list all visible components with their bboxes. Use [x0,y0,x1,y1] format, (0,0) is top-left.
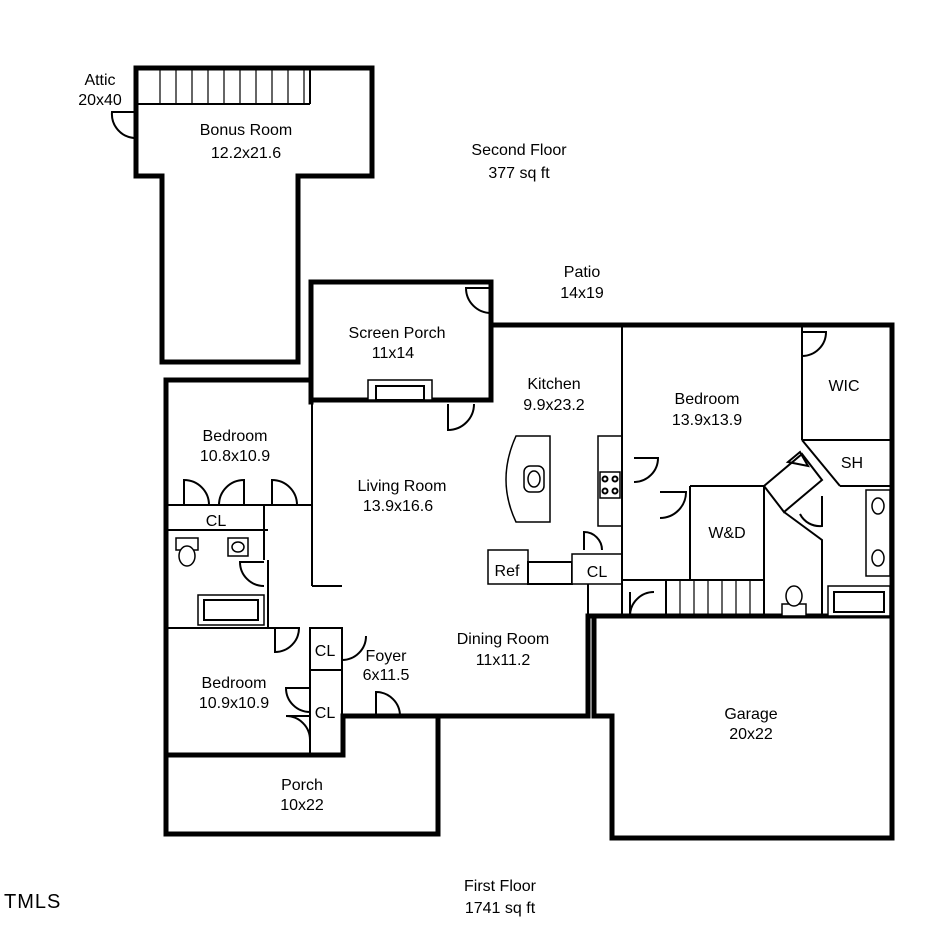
svg-text:TMLS: TMLS [4,891,61,913]
bonus-room-size: 12.2x21.6 [211,145,281,162]
first-floor-area: 1741 sq ft [465,900,536,917]
bedroom-upper-name: Bedroom [203,428,268,445]
svg-text:10.9x10.9: 10.9x10.9 [199,695,269,712]
patio-name: Patio [564,264,601,281]
foyer-closet-top-label: CL [315,643,336,660]
watermark-text: TMLS [4,891,61,913]
bedroom-lower-name: Bedroom [202,675,267,692]
svg-text:9.9x23.2: 9.9x23.2 [523,397,584,414]
bonus-room-walls [133,65,375,365]
svg-text:Bedroom: Bedroom [675,391,740,408]
svg-text:Bonus Room: Bonus Room [200,122,293,139]
svg-text:20x22: 20x22 [729,726,773,743]
master-bedroom-name: Bedroom [675,391,740,408]
svg-text:13.9x13.9: 13.9x13.9 [672,412,742,429]
ref-label: Ref [495,563,520,580]
svg-text:Bedroom: Bedroom [203,428,268,445]
attic-size: 20x40 [78,92,122,109]
svg-text:Bedroom: Bedroom [202,675,267,692]
svg-text:11x14: 11x14 [372,345,415,362]
svg-text:Screen Porch: Screen Porch [349,325,446,342]
svg-text:WIC: WIC [828,378,859,395]
porch-size: 10x22 [280,797,324,814]
garage-walls [591,615,895,841]
svg-text:Dining Room: Dining Room [457,631,549,648]
svg-text:CL: CL [315,643,336,660]
living-patio-door [447,403,475,432]
svg-text:20x40: 20x40 [78,92,122,109]
kitchen-size: 9.9x23.2 [523,397,584,414]
attic-door [110,111,137,140]
staircase [665,579,765,617]
svg-text:12.2x21.6: 12.2x21.6 [211,145,281,162]
front-door [375,690,401,717]
second-floor-title: Second Floor [471,142,567,159]
attic-name: Attic [84,72,115,89]
attic-area [133,65,375,105]
svg-text:10x22: 10x22 [280,797,324,814]
svg-text:Patio: Patio [564,264,601,281]
garage-size: 20x22 [729,726,773,743]
svg-text:First Floor: First Floor [464,878,537,895]
garage-name: Garage [724,706,777,723]
wd-label: W&D [708,525,745,542]
svg-text:W&D: W&D [708,525,745,542]
labels: Attic 20x40 Bonus Room 12.2x21.6 Second … [4,72,863,917]
first-floor-title: First Floor [464,878,537,895]
svg-text:Garage: Garage [724,706,777,723]
svg-text:SH: SH [841,455,863,472]
porch-walls [163,713,441,837]
svg-text:Attic: Attic [84,72,115,89]
sh-label: SH [841,455,863,472]
svg-text:Ref: Ref [495,563,520,580]
bedroom-upper-size: 10.8x10.9 [200,448,270,465]
living-room-name: Living Room [358,478,447,495]
svg-text:11x11.2: 11x11.2 [476,652,531,669]
living-room-size: 13.9x16.6 [363,498,433,515]
main-house-walls [488,322,895,621]
kitchen-closet [571,553,623,585]
svg-text:13.9x16.6: 13.9x16.6 [363,498,433,515]
dining-room-name: Dining Room [457,631,549,648]
patio-size: 14x19 [560,285,604,302]
screen-porch-size: 11x14 [372,345,415,362]
cooktop [599,471,621,499]
svg-text:6x11.5: 6x11.5 [363,667,410,684]
second-floor-plan [110,65,375,365]
svg-text:10.8x10.9: 10.8x10.9 [200,448,270,465]
master-bedroom-size: 13.9x13.9 [672,412,742,429]
svg-text:377 sq ft: 377 sq ft [488,165,550,182]
svg-text:1741 sq ft: 1741 sq ft [465,900,536,917]
svg-text:Kitchen: Kitchen [527,376,580,393]
porch-name: Porch [281,777,323,794]
dining-room-size: 11x11.2 [476,652,531,669]
wic-label: WIC [828,378,859,395]
second-floor-area: 377 sq ft [488,165,550,182]
foyer-name: Foyer [366,648,408,665]
kitchen-name: Kitchen [527,376,580,393]
kitchen-closet-label: CL [587,564,608,581]
first-floor-plan [163,279,895,841]
svg-text:CL: CL [587,564,608,581]
svg-text:14x19: 14x19 [560,285,604,302]
svg-text:Foyer: Foyer [366,648,408,665]
foyer-closet-bottom-label: CL [315,705,336,722]
hall-closet-label: CL [206,513,227,530]
bonus-room-name: Bonus Room [200,122,293,139]
bedroom-lower-size: 10.9x10.9 [199,695,269,712]
screen-porch-name: Screen Porch [349,325,446,342]
svg-text:Second Floor: Second Floor [471,142,567,159]
svg-text:CL: CL [206,513,227,530]
svg-text:CL: CL [315,705,336,722]
svg-text:Porch: Porch [281,777,323,794]
fireplace [367,379,433,401]
screen-porch-door [464,287,492,314]
svg-text:Living Room: Living Room [358,478,447,495]
foyer-size: 6x11.5 [363,667,410,684]
